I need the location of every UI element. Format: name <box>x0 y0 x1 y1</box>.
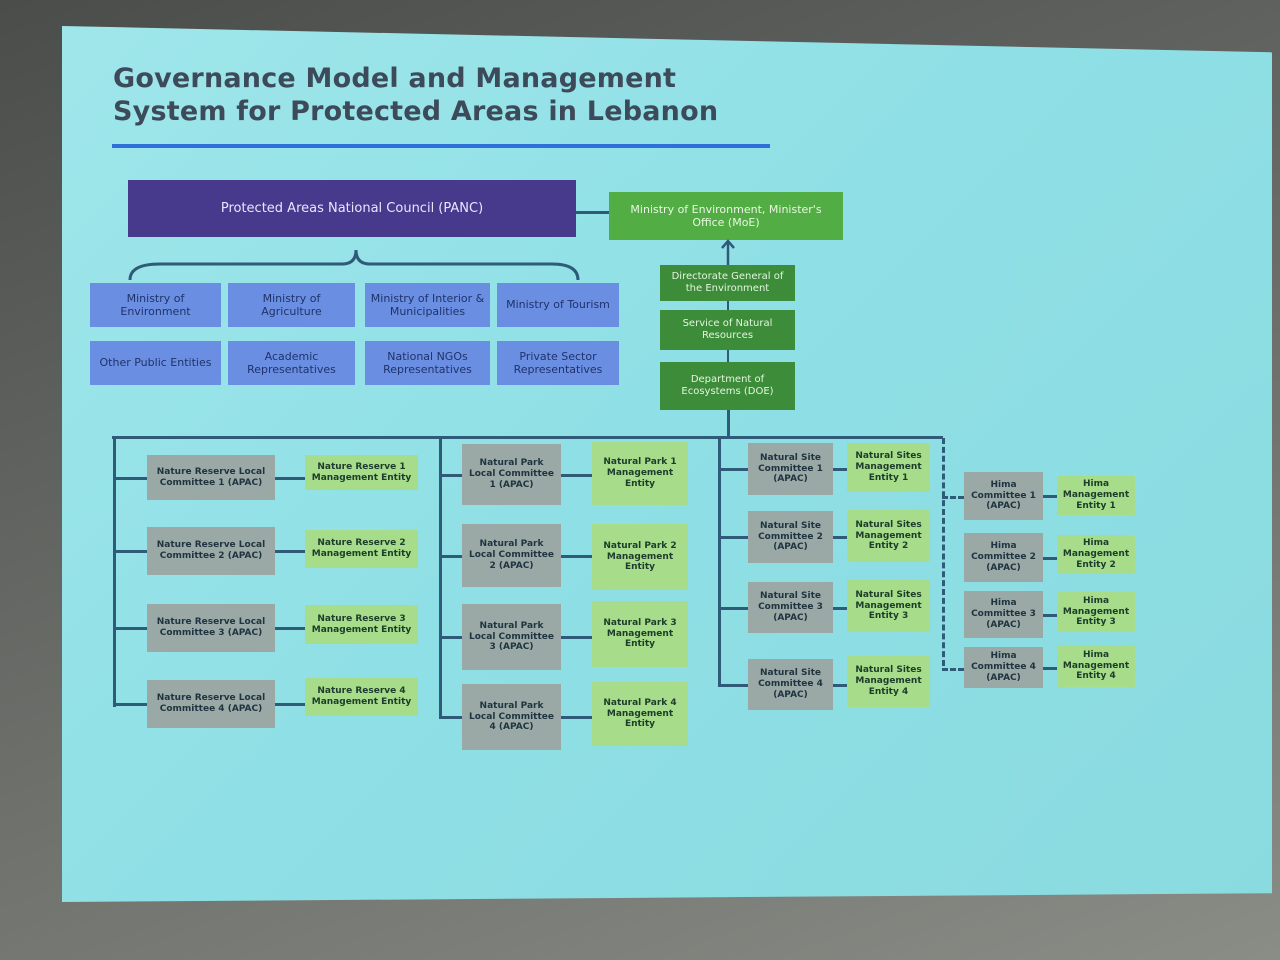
connector <box>275 627 305 630</box>
management-entity-box: Hima Management Entity 4 <box>1057 645 1135 687</box>
connector <box>439 716 462 719</box>
moe-chain-box: Directorate General of the Environment <box>660 265 795 301</box>
management-entity-box: Hima Management Entity 3 <box>1057 592 1135 632</box>
branch-line <box>718 437 721 686</box>
chain-connector <box>727 301 729 310</box>
connector <box>275 703 305 706</box>
committee-box: Natural Park Local Committee 1 (APAC) <box>462 444 561 505</box>
committee-box: Natural Site Committee 2 (APAC) <box>748 511 833 563</box>
connector <box>833 683 847 687</box>
branch-line <box>113 437 116 707</box>
committee-box: Nature Reserve Local Committee 1 (APAC) <box>147 455 275 500</box>
committee-box: Natural Park Local Committee 2 (APAC) <box>462 524 561 587</box>
moe-chain-box: Department of Ecosystems (DOE) <box>660 362 795 410</box>
management-entity-box: Natural Park 1 Management Entity <box>592 442 688 505</box>
connector <box>718 468 748 471</box>
management-entity-box: Natural Sites Management Entity 2 <box>847 510 930 562</box>
management-entity-box: Hima Management Entity 1 <box>1057 476 1135 515</box>
committee-box: Natural Site Committee 3 (APAC) <box>748 582 833 633</box>
management-entity-box: Nature Reserve 1 Management Entity <box>305 455 418 490</box>
moe-office-box: Ministry of Environment, Minister's Offi… <box>609 192 843 240</box>
connector <box>113 703 147 706</box>
dashed-connector <box>942 496 964 499</box>
connector <box>1043 495 1057 498</box>
member-box: Academic Representatives <box>228 341 355 385</box>
member-box: Private Sector Representatives <box>497 341 619 385</box>
connector <box>718 536 748 539</box>
connector <box>561 636 592 639</box>
connector <box>113 550 147 553</box>
committee-box: Hima Committee 2 (APAC) <box>964 533 1043 582</box>
connector <box>113 627 147 630</box>
connector <box>561 554 592 558</box>
connector <box>275 476 305 480</box>
committee-box: Hima Committee 3 (APAC) <box>964 591 1043 638</box>
committee-box: Natural Park Local Committee 3 (APAC) <box>462 604 561 670</box>
committee-box: Natural Site Committee 4 (APAC) <box>748 659 833 710</box>
connector <box>439 554 462 558</box>
member-box: Ministry of Interior & Municipalities <box>365 283 490 327</box>
members-brace <box>128 249 580 281</box>
title-line-1: Governance Model and Management <box>113 63 677 94</box>
doe-connector <box>727 410 730 438</box>
connector <box>718 683 748 687</box>
connector <box>561 716 592 719</box>
management-entity-box: Natural Sites Management Entity 3 <box>847 580 930 632</box>
management-entity-box: Nature Reserve 3 Management Entity <box>305 605 418 644</box>
connector <box>275 550 305 553</box>
connector <box>439 636 462 639</box>
committee-box: Hima Committee 4 (APAC) <box>964 647 1043 688</box>
management-entity-box: Nature Reserve 2 Management Entity <box>305 530 418 568</box>
connector <box>833 536 847 539</box>
management-entity-box: Natural Park 2 Management Entity <box>592 524 688 590</box>
member-box: Ministry of Tourism <box>497 283 619 327</box>
panc-box: Protected Areas National Council (PANC) <box>128 180 576 237</box>
connector <box>113 476 147 480</box>
main-horizontal-line <box>112 436 943 439</box>
management-entity-box: Nature Reserve 4 Management Entity <box>305 678 418 716</box>
branch-line <box>439 437 442 718</box>
connector <box>833 468 847 471</box>
management-entity-box: Natural Sites Management Entity 4 <box>847 656 930 707</box>
committee-box: Nature Reserve Local Committee 2 (APAC) <box>147 527 275 575</box>
connector <box>561 473 592 477</box>
title-line-2: System for Protected Areas in Lebanon <box>113 96 719 127</box>
management-entity-box: Natural Park 3 Management Entity <box>592 601 688 667</box>
connector <box>439 473 462 477</box>
committee-box: Nature Reserve Local Committee 4 (APAC) <box>147 680 275 728</box>
management-entity-box: Natural Park 4 Management Entity <box>592 682 688 746</box>
arrow-up-icon <box>721 239 735 266</box>
title-underline <box>112 144 770 148</box>
committee-box: Natural Site Committee 1 (APAC) <box>748 443 833 495</box>
management-entity-box: Hima Management Entity 2 <box>1057 535 1135 574</box>
member-box: National NGOs Representatives <box>365 341 490 385</box>
moe-chain-box: Service of Natural Resources <box>660 310 795 350</box>
dashed-branch-line <box>942 438 945 666</box>
committee-box: Nature Reserve Local Committee 3 (APAC) <box>147 604 275 652</box>
connector <box>718 606 748 610</box>
connector <box>833 606 847 610</box>
slide-title: Governance Model and Management System f… <box>113 62 718 128</box>
dashed-connector <box>942 667 964 671</box>
connector <box>1043 666 1057 670</box>
committee-box: Natural Park Local Committee 4 (APAC) <box>462 684 561 750</box>
committee-box: Hima Committee 1 (APAC) <box>964 472 1043 520</box>
connector <box>1043 613 1057 617</box>
member-box: Ministry of Agriculture <box>228 283 355 327</box>
member-box: Ministry of Environment <box>90 283 221 327</box>
chain-connector <box>727 350 729 362</box>
panc-moe-connector <box>576 211 609 214</box>
management-entity-box: Natural Sites Management Entity 1 <box>847 443 930 492</box>
connector <box>1043 556 1057 560</box>
member-box: Other Public Entities <box>90 341 221 385</box>
